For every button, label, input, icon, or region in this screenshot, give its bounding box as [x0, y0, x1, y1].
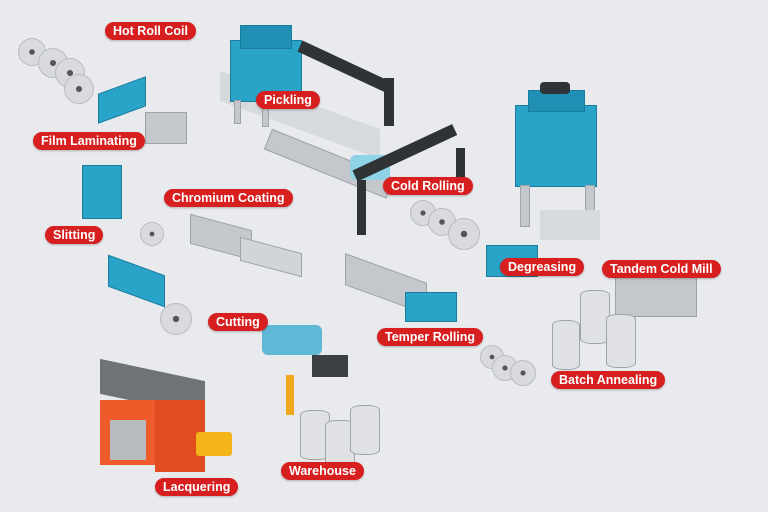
label-temper-rolling: Temper Rolling: [377, 328, 484, 346]
label-tandem-cold-mill: Tandem Cold Mill: [602, 260, 721, 278]
label-slitting: Slitting: [45, 226, 104, 244]
label-chromium-coating: Chromium Coating: [164, 189, 293, 207]
label-cold-rolling: Cold Rolling: [383, 177, 473, 195]
label-lacquering: Lacquering: [155, 478, 239, 496]
label-film-laminating: Film Laminating: [33, 132, 145, 150]
label-cutting: Cutting: [208, 313, 268, 331]
label-pickling: Pickling: [256, 91, 320, 109]
label-degreasing: Degreasing: [500, 258, 585, 276]
label-warehouse: Warehouse: [281, 462, 364, 480]
label-hot-roll-coil: Hot Roll Coil: [105, 22, 196, 40]
label-batch-annealing: Batch Annealing: [551, 371, 666, 389]
